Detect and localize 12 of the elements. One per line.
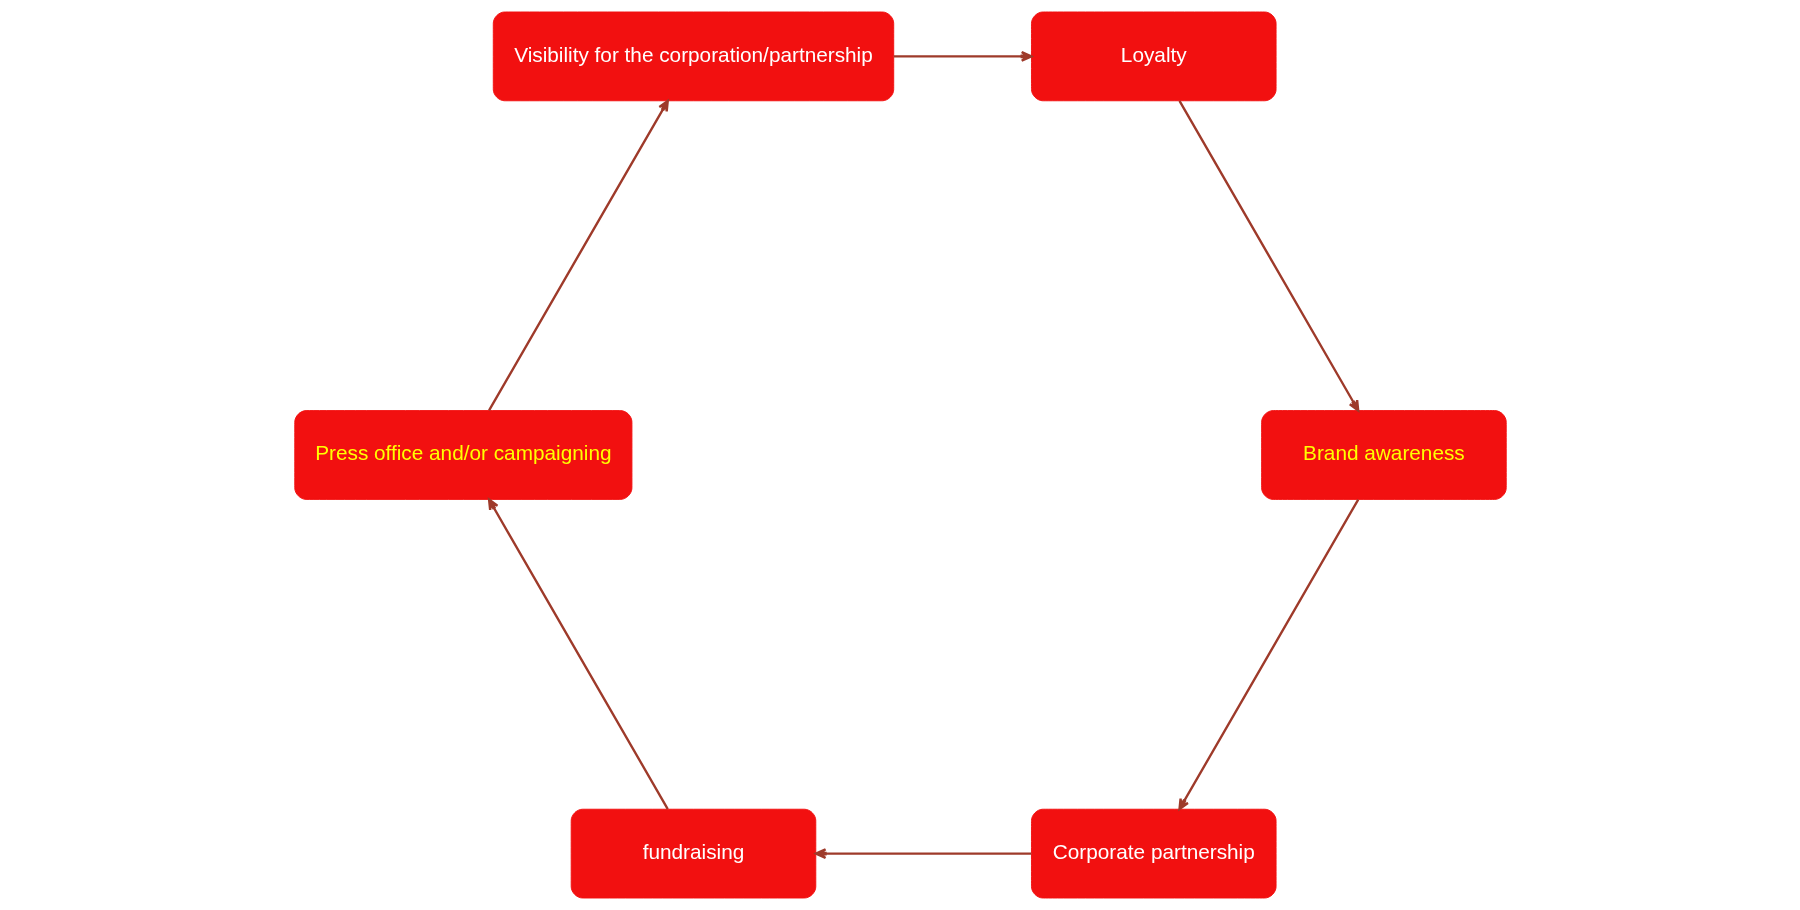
arrow [814,848,1031,860]
arrow [1178,100,1359,412]
arrow [1177,498,1359,811]
node-box: Visibility for the corporation/partnership [492,11,894,102]
arrow [487,99,669,411]
node-box: Press office and/or campaigning [293,410,632,500]
arrow [893,50,1032,62]
node-box: Corporate partnership [1030,808,1277,899]
node-box: Loyalty [1030,11,1277,102]
node-box: fundraising [570,808,816,899]
node-box: Brand awareness [1260,410,1507,500]
arrow [487,498,669,810]
